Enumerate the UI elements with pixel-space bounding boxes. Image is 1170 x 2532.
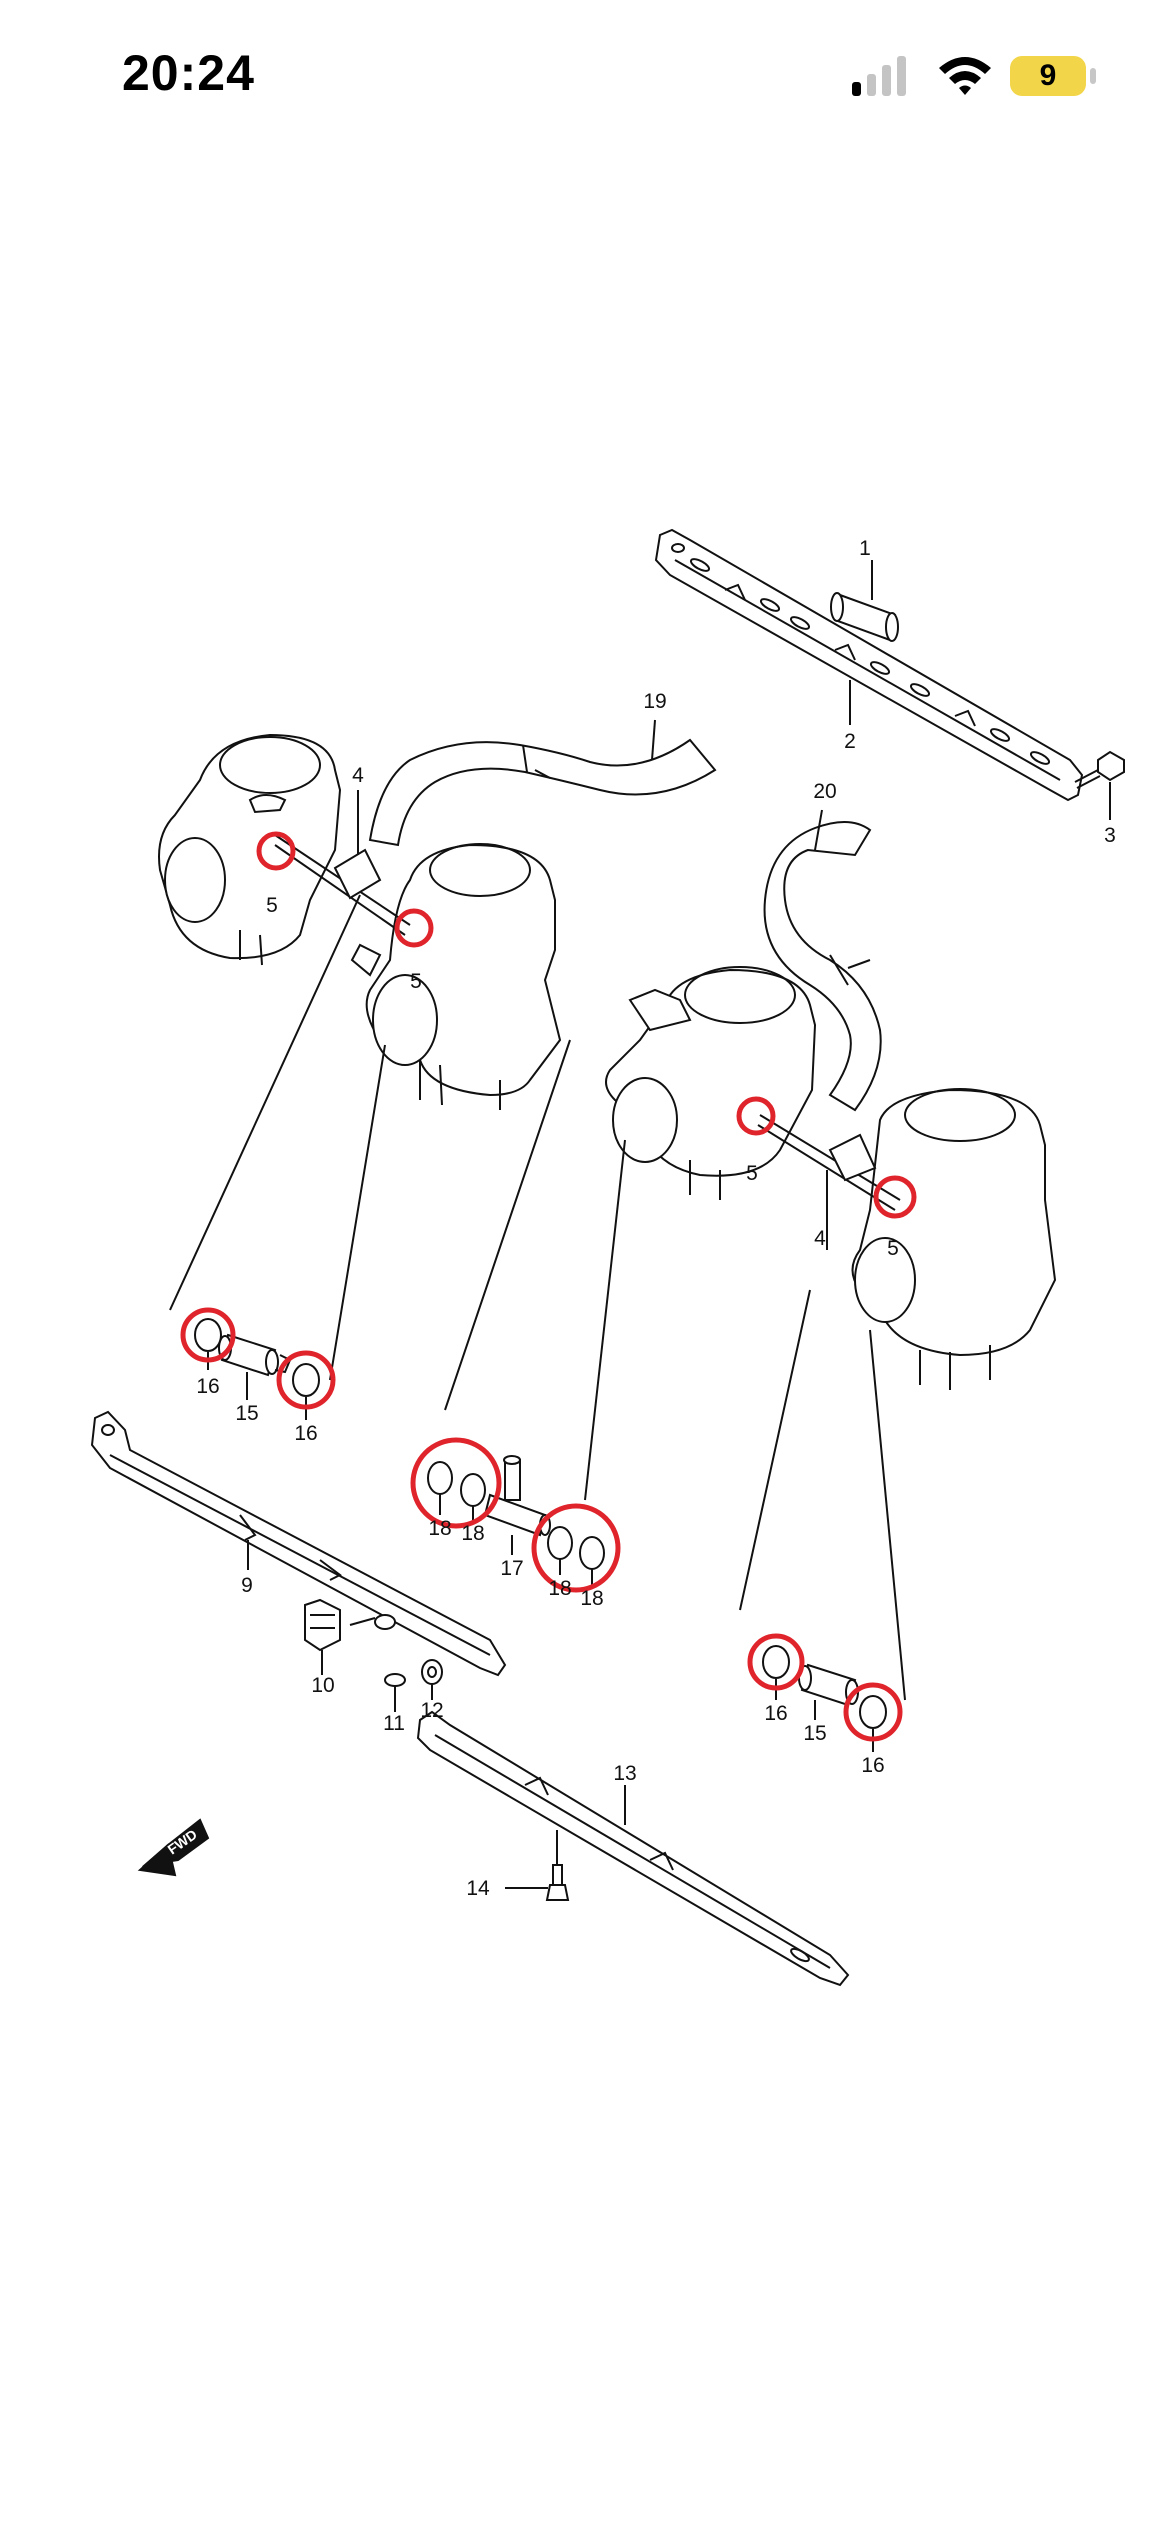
- battery-icon: 9: [1010, 56, 1086, 96]
- part-label-17: 17: [500, 1557, 523, 1580]
- o-ring-part-18: [427, 1461, 605, 1585]
- washer-part-12: [421, 1659, 443, 1700]
- screw-part-11: [384, 1673, 406, 1712]
- part-label-5: 5: [746, 1162, 758, 1185]
- highlight-circle: [736, 1096, 776, 1136]
- bolt-part-14: [505, 1864, 570, 1901]
- part-label-18: 18: [428, 1517, 451, 1540]
- part-label-2: 2: [844, 730, 856, 753]
- clip-part-10: [304, 1598, 396, 1652]
- part-label-18: 18: [580, 1587, 603, 1610]
- highlight-circle: [410, 1437, 502, 1529]
- carburetor-left-rear: [158, 733, 342, 966]
- wifi-icon: [939, 57, 991, 95]
- forward-arrow-icon: FWD: [137, 1818, 210, 1877]
- part-label-18: 18: [461, 1522, 484, 1545]
- part-labels: 1 2 3 4 4 5 5 5 5 9 10 11 12 13 14 15 15…: [196, 537, 1116, 1900]
- part-label-5: 5: [887, 1237, 899, 1260]
- part-label-4-left: 4: [352, 764, 364, 787]
- highlight-circle: [531, 1503, 621, 1593]
- bracket-part-2: [654, 528, 1084, 802]
- bracket-part-9: [90, 1410, 507, 1677]
- hose-part-19: [368, 738, 717, 847]
- part-label-4-right: 4: [814, 1227, 826, 1250]
- hose-part-20: [763, 821, 882, 1112]
- status-bar: 20:24 9: [0, 0, 1170, 150]
- part-label-19: 19: [643, 690, 666, 713]
- part-label-13: 13: [613, 1762, 636, 1785]
- part-label-5: 5: [266, 894, 278, 917]
- battery-cap: [1090, 68, 1096, 84]
- part-label-9: 9: [241, 1574, 253, 1597]
- part-label-15: 15: [803, 1722, 826, 1745]
- highlight-circles: [180, 831, 917, 1742]
- status-icons: 9: [850, 50, 1110, 110]
- highlight-circle: [276, 1350, 336, 1410]
- highlight-circle: [843, 1682, 903, 1742]
- part-label-5: 5: [410, 970, 422, 993]
- part-label-12: 12: [420, 1699, 443, 1722]
- highlight-circle: [256, 831, 296, 871]
- bolt-part-3: [1074, 750, 1125, 789]
- battery-level: 9: [1039, 59, 1057, 92]
- part-label-10: 10: [311, 1674, 334, 1697]
- collar-part-1: [830, 592, 899, 642]
- part-label-1: 1: [859, 537, 871, 560]
- part-label-16: 16: [294, 1422, 317, 1445]
- carburetor-right-rear: [605, 966, 817, 1200]
- part-label-18: 18: [548, 1577, 571, 1600]
- status-time: 20:24: [122, 45, 255, 101]
- part-label-14: 14: [466, 1877, 490, 1900]
- carburetor-left-front: [350, 843, 562, 1110]
- part-label-16: 16: [861, 1754, 884, 1777]
- part-label-20: 20: [813, 780, 836, 803]
- bracket-part-13: [416, 1710, 850, 1987]
- fuel-joint-part-4-left: [274, 834, 411, 936]
- carburetor-right-front: [851, 1088, 1057, 1390]
- part-label-16: 16: [196, 1375, 219, 1398]
- part-label-15: 15: [235, 1402, 258, 1425]
- part-label-16: 16: [764, 1702, 787, 1725]
- part-label-11: 11: [383, 1712, 405, 1735]
- highlight-circle: [394, 908, 434, 948]
- highlight-circle: [873, 1175, 917, 1219]
- cellular-signal-icon: [852, 56, 906, 96]
- part-label-3: 3: [1104, 824, 1116, 847]
- highlight-circle: [180, 1307, 236, 1363]
- parts-diagram: FWD 1 2 3 4 4 5 5 5 5 9 10 11 12 13 14 1…: [0, 150, 1170, 2530]
- highlight-circle: [747, 1633, 805, 1691]
- joint-pipe-part-15-right: [798, 1663, 859, 1707]
